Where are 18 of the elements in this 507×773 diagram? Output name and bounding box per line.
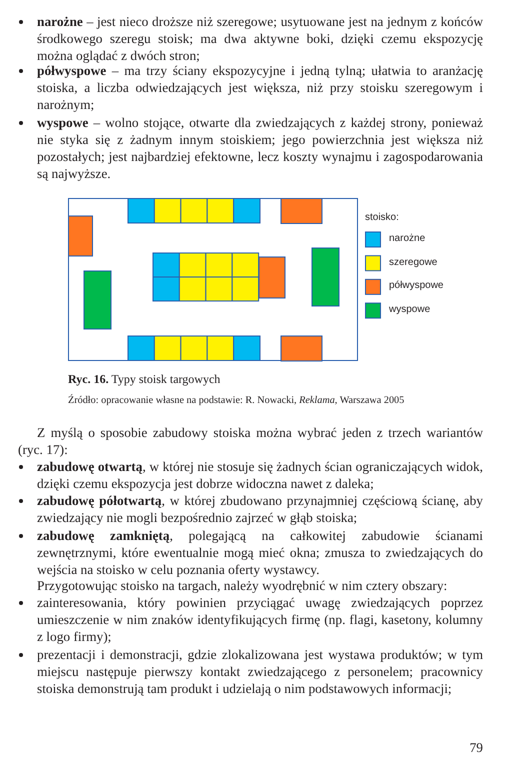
bullet-text: zabudowę otwartą, w której nie stosuje się żadnych ścian ograniczających widok, dzięki czemu ekspozycja jest dobrze widoczna nawet z daleka; [37,458,483,492]
page-number: 79 [468,739,483,756]
paragraph: Przygotowując stoisko na targach, należy wyodrębnić w nim cztery obszary: [36,577,448,594]
legend-heading: stoisko: [365,212,399,223]
paragraph: Z myślą o sposobie zabudowy stoiska można wybrać jeden z trzech wariantów (ryc. 17): [18,424,483,458]
bullet-text: narożne – jest nieco droższe niż szeregowe; usytuowane jest na jednym z końców środkowego szeregu stoisk; ma dwa aktywne boki, dzięki czemu ekspozycję można oglądać z dwóch stron; [37,13,483,64]
source-note: Źródło: opracowanie własne na podstawie: R. Nowacki, Reklama, Warszawa 2005 [68,393,406,408]
legend-label: szeregowe [389,256,438,268]
bullet-text: prezentacji i demonstracji, gdzie zlokalizowana jest wystawa produktów; w tym miejscu następuje pierwszy kontakt zwiedzającego z personelem; pracownicy stoiska demonstrują tam produkt i udzielają o nim podstawowych informacji; [37,646,483,697]
legend-label: półwyspowe [389,280,444,292]
figure-caption: Ryc. 16. Typy stoisk targowych [68,371,222,388]
bullet-text: półwyspowe – ma trzy ściany ekspozycyjne i jedną tylną; ułatwia to aranżację stoiska, a liczba odwiedzających jest większa, niż przy stoisku szeregowym i narożnym; [37,63,483,113]
bullet-text: zabudowę zamkniętą, polegającą na całkowitej zabudowie ścianami zewnętrznymi, które ewentualnie mogą mieć okna; zmusza to zwiedzających do wejścia na stoisko w celu poznania oferty wystawcy. [37,527,483,578]
bullet-text: zainteresowania, który powinien przyciągać uwagę zwiedzających poprzez umieszczenie w nim znaków identyfikujących firmę (np. flagi, kasetony, kolumny z logo firmy); [37,594,483,645]
legend-label: wyspowe [389,304,430,316]
bullet-text: wyspowe – wolno stojące, otwarte dla zwiedzających z każdej strony, ponieważ nie styka się z żadnym innym stoiskiem; jego powierzchnia jest większa niż pozostałych; jest najbardziej efektowne, lecz koszty wynajmu i zagospodarowania są najwyższe. [37,114,483,182]
bullet-text: zabudowę półotwartą, w której zbudowano przynajmniej częściową ścianę, aby zwiedzający nie mogli bezpośrednio zajrzeć w głąb stoiska; [37,492,483,526]
legend-label: narożne [389,233,426,244]
